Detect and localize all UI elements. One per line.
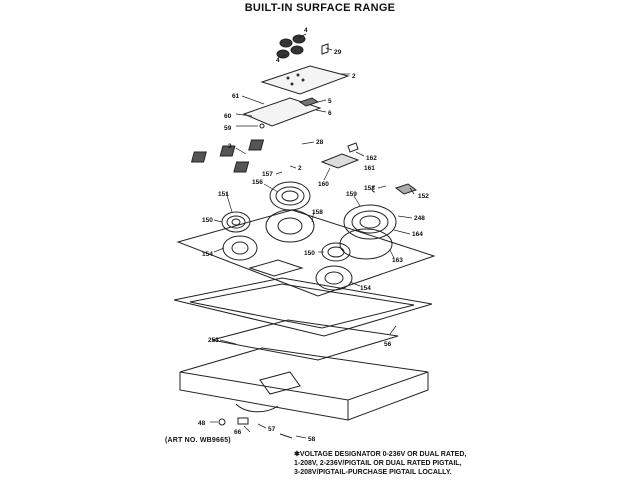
drip-pan-163 — [339, 228, 393, 260]
clip-162 — [347, 142, 359, 153]
part-label: 150 — [202, 217, 213, 224]
diagram-title: BUILT-IN SURFACE RANGE — [244, 2, 396, 14]
screw-59 — [259, 123, 265, 129]
part-label: 60 — [224, 113, 232, 120]
mounting-bracket — [242, 97, 322, 127]
part-label: 4 — [276, 57, 280, 64]
part-label: 158 — [312, 209, 323, 216]
part-label: 157 — [262, 171, 273, 178]
part-label: 61 — [232, 93, 240, 100]
burner-box-rim — [179, 347, 429, 401]
burner-box-top — [211, 319, 399, 361]
part-label: 57 — [268, 426, 276, 433]
part-label: 59 — [224, 125, 232, 132]
part-label: 248 — [414, 215, 425, 222]
screw-58 — [279, 433, 293, 439]
part-label: 58 — [308, 436, 316, 443]
cooktop-164 — [176, 209, 436, 297]
part-label: 5 — [328, 98, 332, 105]
part-labels: 4 4 29 2 61 5 6 60 59 3 28 2 157 162 161… — [198, 27, 429, 443]
part-label: 66 — [234, 429, 242, 436]
small-element-left — [221, 211, 251, 233]
clip-29 — [321, 43, 329, 55]
drip-pan-left — [222, 235, 258, 261]
clamp-57 — [237, 417, 249, 425]
trim-frame-outer — [173, 277, 433, 337]
power-cord-66 — [235, 403, 279, 413]
part-label: 253 — [208, 337, 219, 344]
part-label: 152 — [418, 193, 429, 200]
infinite-switches — [190, 139, 265, 173]
fastener-48 — [218, 418, 226, 426]
part-label: 154 — [360, 285, 371, 292]
terminal-block — [320, 153, 360, 169]
voltage-footnote: ✱VOLTAGE DESIGNATOR 0-236V OR DUAL RATED… — [294, 450, 494, 477]
trim-frame-inner — [189, 283, 415, 329]
part-label: 48 — [198, 420, 206, 427]
part-label: 159 — [346, 191, 357, 198]
part-label: 3 — [228, 143, 232, 150]
footnote-line: 1-208V, 2-236V/PIGTAIL OR DUAL RATED PIG… — [294, 460, 462, 467]
part-label: 4 — [304, 27, 308, 34]
part-label: 6 — [328, 110, 332, 117]
clip-153 — [371, 185, 376, 193]
drip-pan-158 — [265, 209, 315, 243]
art-number: (ART NO. WB9665) — [165, 437, 231, 444]
part-label: 154 — [202, 251, 213, 258]
footnote-line: 3-208V/PIGTAIL-PURCHASE PIGTAIL LOCALLY. — [294, 469, 452, 476]
part-label: 2 — [352, 73, 356, 80]
receptacle-152 — [394, 183, 418, 195]
burner-box-divider — [259, 371, 301, 395]
part-label: 162 — [366, 155, 377, 162]
part-label: 151 — [218, 191, 229, 198]
control-knobs — [276, 34, 306, 59]
part-label: 161 — [364, 165, 375, 172]
part-label: 163 — [392, 257, 403, 264]
part-label: 164 — [412, 231, 423, 238]
part-label: 156 — [252, 179, 263, 186]
part-label: 28 — [316, 139, 324, 146]
large-element-159 — [343, 204, 397, 240]
control-panel — [260, 65, 350, 95]
footnote-line: ✱VOLTAGE DESIGNATOR 0-236V OR DUAL RATED… — [294, 451, 467, 458]
part-label: 153 — [364, 185, 375, 192]
part-label: 29 — [334, 49, 342, 56]
part-label: 150 — [304, 250, 315, 257]
burner-box-body — [179, 372, 429, 421]
small-element-right — [321, 242, 351, 262]
part-label: 56 — [384, 341, 392, 348]
part-label: 160 — [318, 181, 329, 188]
cooktop-opening — [248, 259, 304, 277]
part-label: 2 — [298, 165, 302, 172]
